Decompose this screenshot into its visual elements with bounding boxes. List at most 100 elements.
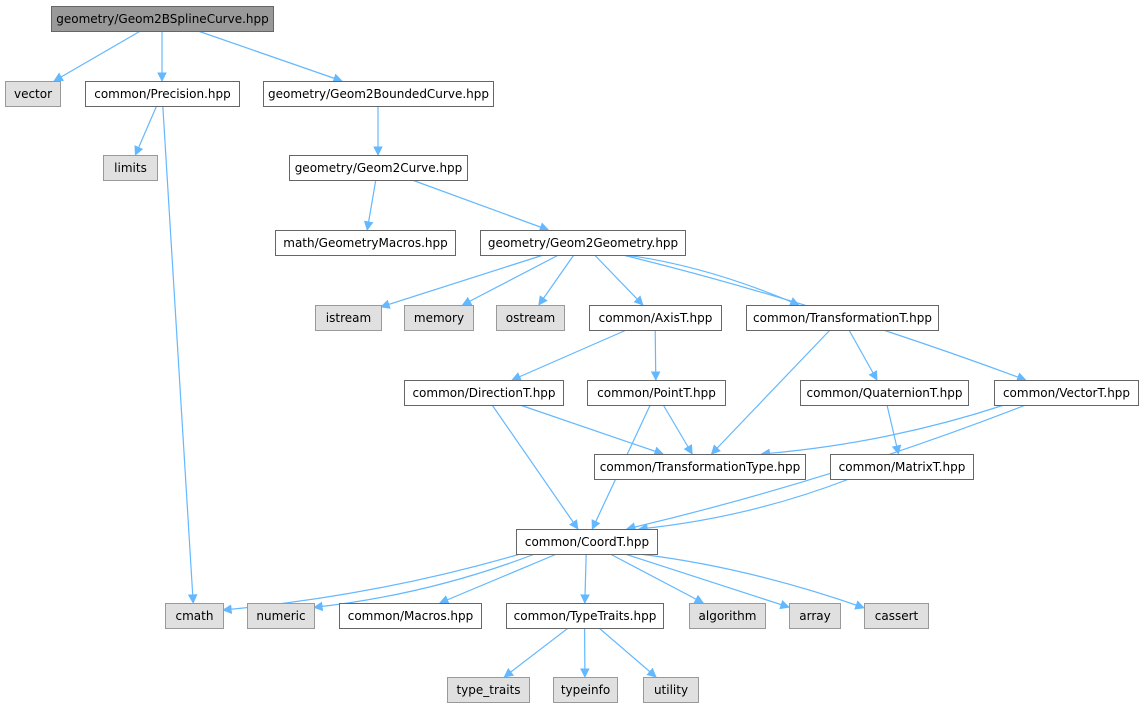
node-box-macros [339, 603, 482, 629]
node-box-limits [103, 155, 158, 181]
node-box-transformation [746, 305, 939, 331]
edge-coord-to-array [624, 553, 790, 610]
node-label-macros: common/Macros.hpp [348, 609, 474, 623]
edge-geometry-to-ostream [538, 254, 575, 306]
edge-coord-to-macros [438, 553, 557, 605]
node-label-direction: common/DirectionT.hpp [412, 386, 555, 400]
node-box-vectort [994, 380, 1139, 406]
node-box-istream [315, 305, 382, 331]
node-label-point: common/PointT.hpp [597, 386, 716, 400]
node-box-type_traits [447, 677, 530, 703]
node-transformation[interactable]: common/TransformationT.hpp [746, 305, 939, 331]
node-label-limits: limits [114, 161, 147, 175]
node-axis[interactable]: common/AxisT.hpp [589, 305, 722, 331]
edge-direction-to-ttype [519, 404, 664, 456]
node-box-bounded [263, 81, 494, 107]
edge-precision-to-limits [134, 105, 158, 156]
node-box-numeric [247, 603, 315, 629]
node-box-matrix [830, 454, 974, 480]
node-label-memory: memory [414, 311, 464, 325]
node-cmath: cmath [165, 603, 224, 629]
node-coord[interactable]: common/CoordT.hpp [516, 529, 658, 555]
node-type_traits: type_traits [447, 677, 530, 703]
node-limits: limits [103, 155, 158, 181]
node-direction[interactable]: common/DirectionT.hpp [404, 380, 564, 406]
node-box-root [51, 6, 274, 32]
node-label-array: array [799, 609, 830, 623]
node-root[interactable]: geometry/Geom2BSplineCurve.hpp [51, 6, 274, 32]
node-box-algorithm [689, 603, 766, 629]
node-typeinfo: typeinfo [553, 677, 618, 703]
node-gmacros[interactable]: math/GeometryMacros.hpp [275, 230, 456, 256]
edge-curve-to-gmacros [363, 179, 377, 231]
node-bounded[interactable]: geometry/Geom2BoundedCurve.hpp [263, 81, 494, 107]
node-typetraits[interactable]: common/TypeTraits.hpp [506, 603, 664, 629]
node-box-coord [516, 529, 658, 555]
node-box-precision [85, 81, 240, 107]
node-box-array [789, 603, 841, 629]
node-ttype[interactable]: common/TransformationType.hpp [594, 454, 806, 480]
node-label-axis: common/AxisT.hpp [599, 311, 713, 325]
node-box-utility [643, 677, 699, 703]
node-geometry[interactable]: geometry/Geom2Geometry.hpp [480, 230, 686, 256]
edge-typetraits-to-type_traits [503, 627, 569, 678]
node-label-precision: common/Precision.hpp [94, 87, 231, 101]
node-label-utility: utility [654, 683, 688, 697]
node-box-vector [5, 81, 61, 107]
node-box-geometry [480, 230, 686, 256]
node-label-vectort: common/VectorT.hpp [1003, 386, 1130, 400]
node-label-coord: common/CoordT.hpp [525, 535, 649, 549]
node-matrix[interactable]: common/MatrixT.hpp [830, 454, 974, 480]
edge-axis-to-direction [511, 329, 627, 381]
edge-typetraits-to-utility [598, 627, 657, 678]
node-array: array [789, 603, 841, 629]
edge-coord-to-numeric [313, 553, 536, 612]
node-cassert: cassert [864, 603, 929, 629]
node-label-bounded: geometry/Geom2BoundedCurve.hpp [268, 87, 489, 101]
node-box-cmath [165, 603, 224, 629]
node-label-matrix: common/MatrixT.hpp [839, 460, 966, 474]
edge-transformation-to-ttype [710, 329, 831, 455]
node-label-algorithm: algorithm [699, 609, 757, 623]
edge-point-to-ttype [662, 404, 693, 455]
node-curve[interactable]: geometry/Geom2Curve.hpp [289, 155, 468, 181]
node-numeric: numeric [247, 603, 315, 629]
node-point[interactable]: common/PointT.hpp [587, 380, 726, 406]
edge-root-to-bounded [197, 30, 343, 83]
node-label-cassert: cassert [875, 609, 919, 623]
edge-vectort-to-coord [625, 404, 1027, 532]
node-box-quaternion [800, 380, 969, 406]
node-label-istream: istream [326, 311, 371, 325]
node-label-type_traits: type_traits [456, 683, 520, 697]
node-box-typetraits [506, 603, 664, 629]
node-label-transformation: common/TransformationT.hpp [753, 311, 932, 325]
edge-geometry-to-memory [461, 254, 559, 306]
node-vector: vector [5, 81, 61, 107]
node-quaternion[interactable]: common/QuaternionT.hpp [800, 380, 969, 406]
node-vectort[interactable]: common/VectorT.hpp [994, 380, 1139, 406]
edge-matrix-to-coord [638, 478, 850, 533]
edge-root-to-vector [53, 30, 141, 82]
node-label-typetraits: common/TypeTraits.hpp [514, 609, 657, 623]
edge-direction-to-coord [491, 404, 579, 530]
edge-curve-to-geometry [411, 179, 550, 232]
node-label-numeric: numeric [256, 609, 305, 623]
node-macros[interactable]: common/Macros.hpp [339, 603, 482, 629]
node-box-direction [404, 380, 564, 406]
edge-coord-to-cmath [222, 553, 521, 614]
edge-geometry-to-transformation [625, 254, 800, 307]
edges-layer [53, 30, 1027, 678]
edge-axis-to-point [650, 329, 661, 381]
node-box-ostream [496, 305, 565, 331]
node-box-typeinfo [553, 677, 618, 703]
edge-coord-to-typetraits [580, 553, 590, 604]
node-box-axis [589, 305, 722, 331]
node-label-cmath: cmath [176, 609, 214, 623]
node-label-typeinfo: typeinfo [561, 683, 610, 697]
node-label-gmacros: math/GeometryMacros.hpp [283, 236, 447, 250]
node-precision[interactable]: common/Precision.hpp [85, 81, 240, 107]
node-label-vector: vector [14, 87, 52, 101]
node-box-curve [289, 155, 468, 181]
edge-coord-to-algorithm [609, 553, 705, 604]
node-istream: istream [315, 305, 382, 331]
